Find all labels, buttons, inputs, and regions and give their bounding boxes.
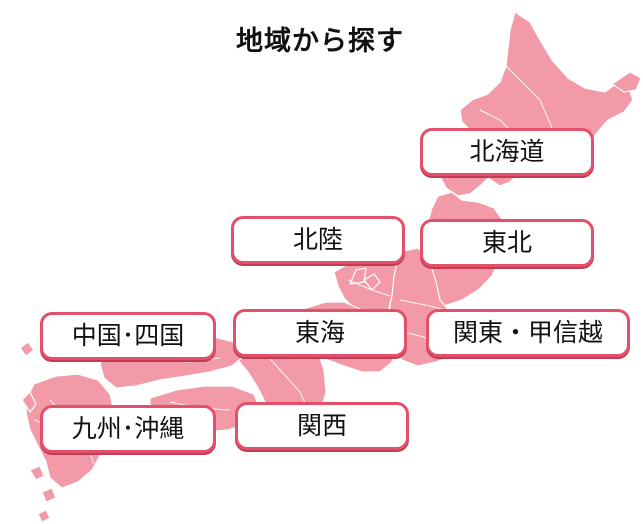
map-area-goto	[29, 465, 45, 481]
region-button-tohoku[interactable]: 東北	[420, 219, 594, 267]
map-area-yakushima	[41, 487, 57, 503]
region-button-tokai[interactable]: 東海	[233, 309, 407, 357]
page-title: 地域から探す	[236, 26, 404, 57]
map-area-islet	[37, 509, 51, 523]
map-area-sado	[363, 273, 381, 291]
region-button-hokkaido[interactable]: 北海道	[420, 128, 594, 176]
region-button-chugoku-shikoku[interactable]: 中国･四国	[40, 312, 216, 360]
map-area-noto	[349, 267, 367, 285]
region-button-hokuriku[interactable]: 北陸	[231, 216, 405, 264]
region-button-kansai[interactable]: 関西	[235, 402, 409, 450]
map-area-hokkaido-east	[611, 71, 642, 93]
region-button-kanto-koshinetsu[interactable]: 関東・甲信越	[426, 309, 630, 357]
map-area-tsushima	[21, 391, 37, 413]
region-button-kyushu-okinawa[interactable]: 九州･沖縄	[40, 405, 216, 453]
map-area-oki	[19, 341, 35, 357]
